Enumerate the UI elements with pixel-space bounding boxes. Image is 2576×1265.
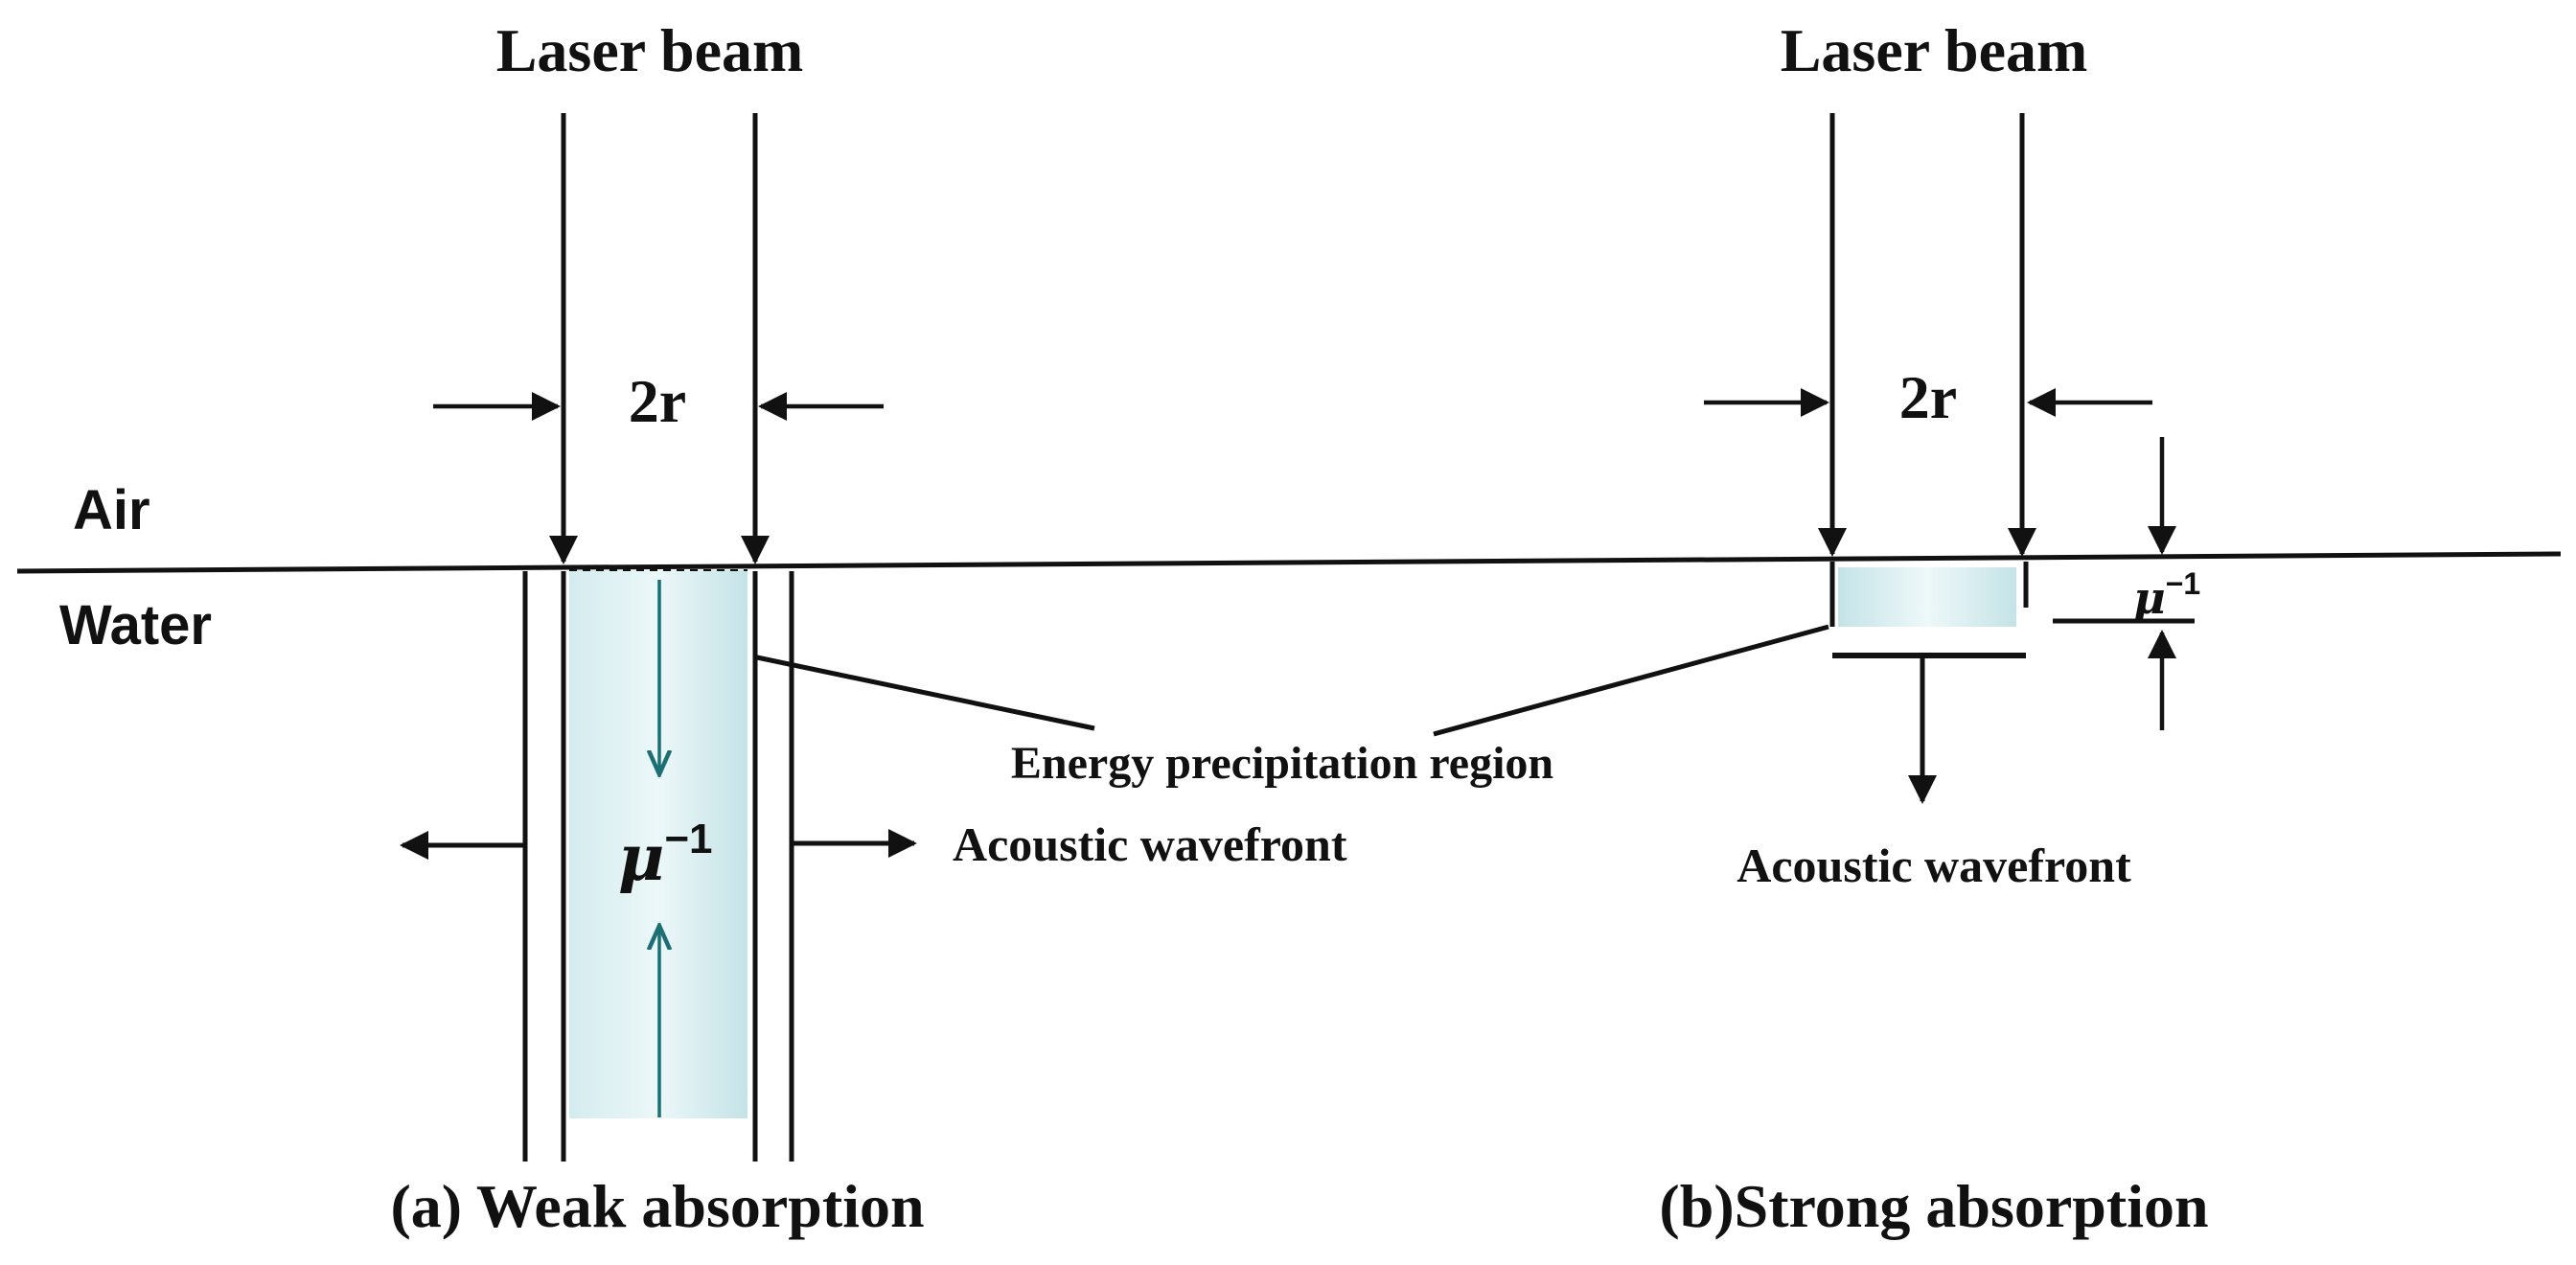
panel-b-caption: (b)Strong absorption <box>1659 1172 2208 1240</box>
panel-b-beam-label: Laser beam <box>1781 16 2088 84</box>
panel-b-2r-label: 2r <box>1899 363 1957 431</box>
energy-region-label: Energy precipitation region <box>1011 738 1553 789</box>
panel-a-depth-label: μ−1 <box>618 816 712 895</box>
panel-a-2r-label: 2r <box>629 367 686 435</box>
panel-b: Laser beam 2r μ−1 Acoustic wavefront (b)… <box>1659 16 2208 1240</box>
panel-a-beam-label: Laser beam <box>496 16 804 84</box>
region-leader-line-a <box>756 655 1095 731</box>
water-label: Water <box>59 594 212 656</box>
panel-a-caption: (a) Weak absorption <box>390 1172 924 1240</box>
air-label: Air <box>73 479 150 541</box>
air-water-interface <box>16 551 2562 574</box>
panel-b-energy-region <box>1838 567 2016 627</box>
panel-b-wavefront-label: Acoustic wavefront <box>1736 839 2131 892</box>
region-leader-line-b <box>1433 624 1829 737</box>
panel-a-wavefront-label: Acoustic wavefront <box>953 817 1347 871</box>
panel-b-depth-label: μ−1 <box>2133 566 2200 624</box>
panel-a: Laser beam 2r μ−1 Acoustic wavefront (a)… <box>390 16 1346 1240</box>
